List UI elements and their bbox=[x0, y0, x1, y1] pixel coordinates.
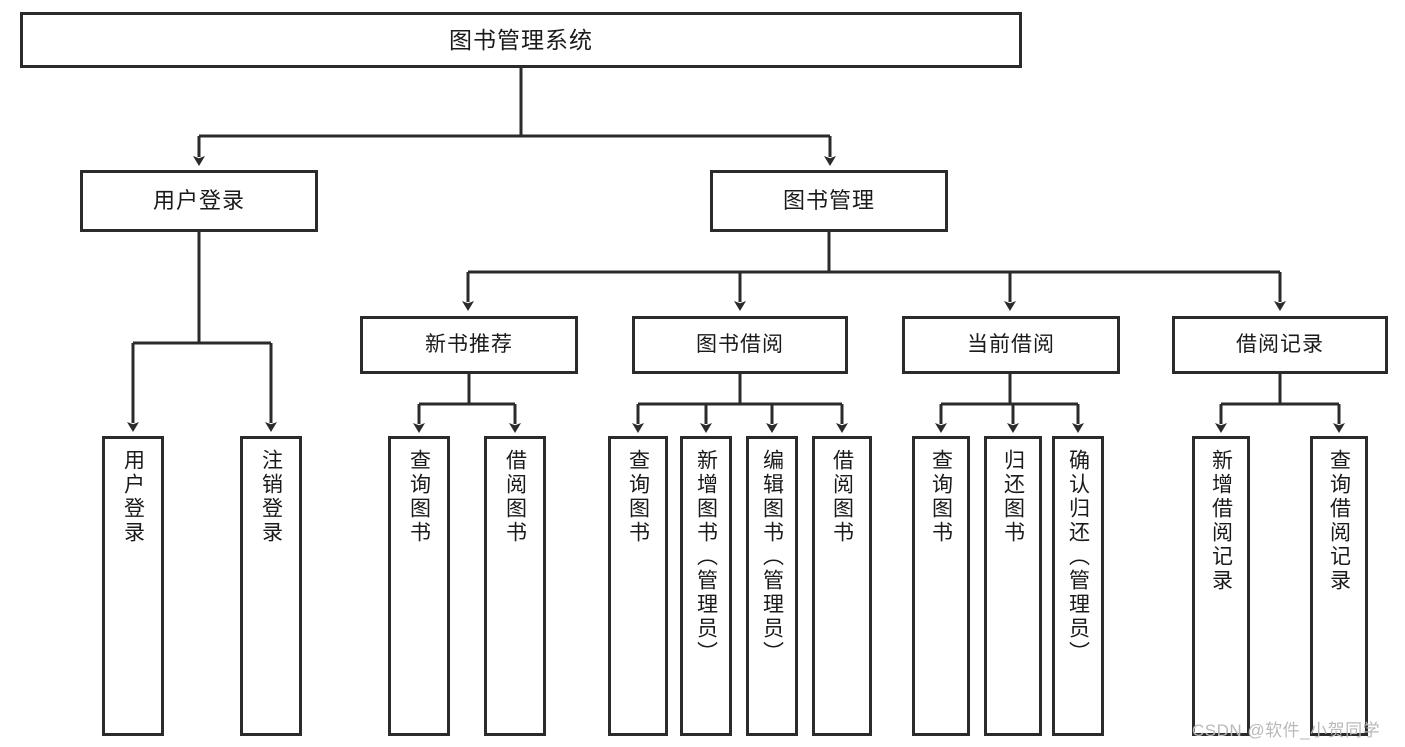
node-label: 图书借阅 bbox=[696, 332, 784, 356]
node-label: 新增借阅记录 bbox=[1209, 449, 1233, 593]
node-label: 用户登录 bbox=[152, 188, 245, 214]
node-label: 查询图书 bbox=[407, 449, 431, 545]
node-leaf-borrow-book-1[interactable]: 借阅图书 bbox=[484, 436, 546, 736]
node-label: 查询图书 bbox=[626, 449, 650, 545]
node-label: 新书推荐 bbox=[425, 332, 513, 356]
node-leaf-add-book[interactable]: 新增图书（管理员） bbox=[680, 436, 732, 736]
node-label: 注销登录 bbox=[259, 449, 283, 545]
node-leaf-confirm-return[interactable]: 确认归还（管理员） bbox=[1052, 436, 1104, 736]
node-new-book-rec[interactable]: 新书推荐 bbox=[360, 316, 578, 374]
node-leaf-edit-book[interactable]: 编辑图书（管理员） bbox=[746, 436, 798, 736]
node-borrow-record[interactable]: 借阅记录 bbox=[1172, 316, 1388, 374]
node-label: 用户登录 bbox=[121, 449, 145, 545]
node-leaf-user-logout[interactable]: 注销登录 bbox=[240, 436, 302, 736]
node-leaf-add-record[interactable]: 新增借阅记录 bbox=[1192, 436, 1250, 736]
node-label: 编辑图书（管理员） bbox=[760, 449, 784, 665]
node-label: 新增图书（管理员） bbox=[694, 449, 718, 665]
node-leaf-query-book-3[interactable]: 查询图书 bbox=[912, 436, 970, 736]
node-user-login[interactable]: 用户登录 bbox=[80, 170, 318, 232]
node-label: 查询图书 bbox=[929, 449, 953, 545]
node-label: 图书管理 bbox=[782, 188, 875, 214]
node-leaf-borrow-book-2[interactable]: 借阅图书 bbox=[812, 436, 872, 736]
node-label: 借阅图书 bbox=[503, 449, 527, 545]
node-book-manage[interactable]: 图书管理 bbox=[710, 170, 948, 232]
watermark: CSDN @软件_小贺同学 bbox=[1192, 721, 1381, 740]
node-label: 借阅图书 bbox=[830, 449, 854, 545]
node-label: 确认归还（管理员） bbox=[1066, 449, 1090, 665]
node-leaf-query-record[interactable]: 查询借阅记录 bbox=[1310, 436, 1368, 736]
node-label: 查询借阅记录 bbox=[1327, 449, 1351, 593]
node-label: 归还图书 bbox=[1001, 449, 1025, 545]
node-leaf-query-book-2[interactable]: 查询图书 bbox=[608, 436, 668, 736]
node-leaf-return-book[interactable]: 归还图书 bbox=[984, 436, 1042, 736]
node-label: 当前借阅 bbox=[967, 332, 1055, 356]
node-root[interactable]: 图书管理系统 bbox=[20, 12, 1022, 68]
node-leaf-user-login[interactable]: 用户登录 bbox=[102, 436, 164, 736]
node-leaf-query-book-1[interactable]: 查询图书 bbox=[388, 436, 450, 736]
node-label: 借阅记录 bbox=[1236, 332, 1324, 356]
node-book-borrow[interactable]: 图书借阅 bbox=[632, 316, 848, 374]
node-label: 图书管理系统 bbox=[449, 26, 593, 53]
node-current-borrow[interactable]: 当前借阅 bbox=[902, 316, 1120, 374]
